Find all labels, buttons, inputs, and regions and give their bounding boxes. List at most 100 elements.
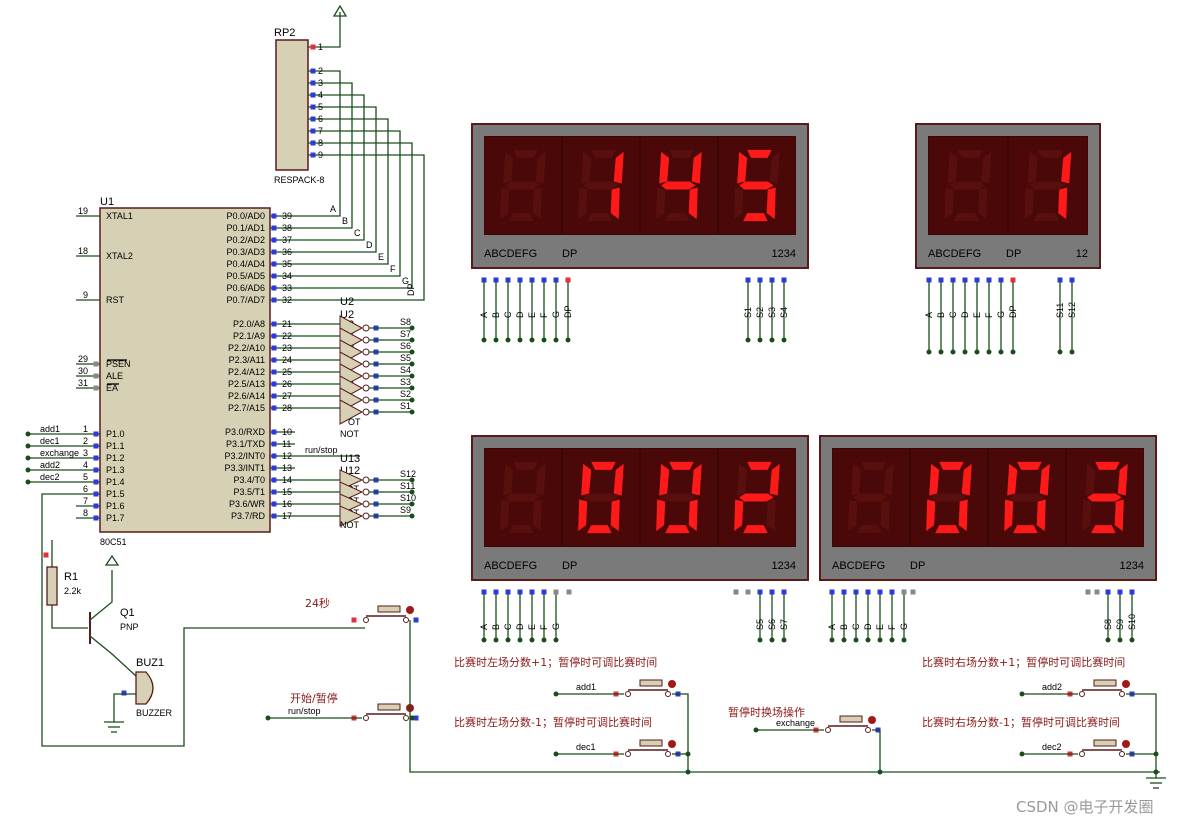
vcc-arrow-icon [332, 4, 348, 17]
button-actuator-icon[interactable] [1122, 680, 1130, 688]
segment-g-dim [505, 181, 540, 190]
rp2-body [275, 39, 309, 171]
button-cap[interactable] [377, 703, 401, 711]
button-cap[interactable] [639, 679, 663, 687]
rp2-pin-num: 8 [318, 138, 323, 148]
segment-b-dim [535, 151, 546, 184]
segment-c-dim [766, 499, 776, 532]
junction-dot [409, 397, 415, 403]
segment-d-lit [1091, 525, 1116, 534]
u1-pin-name-EA: EA [106, 383, 118, 393]
buz1-value: BUZZER [136, 708, 173, 718]
button-add1[interactable] [625, 679, 677, 697]
seg-pin [541, 277, 547, 283]
segment-f-lit [659, 151, 670, 184]
gate-out-S3: S3 [400, 377, 411, 387]
display3-pin-C: C [503, 623, 513, 630]
display4-pin-S8: S8 [1103, 619, 1113, 630]
p0-net-F: F [390, 264, 396, 274]
pin-marker [271, 297, 277, 303]
display4-pin-G: G [899, 623, 909, 630]
display3-pin-E: E [527, 624, 537, 630]
junction-dot [409, 489, 415, 495]
u1-pin-name-P2.2/A10: P2.2/A10 [228, 343, 265, 353]
u1-pin-name-P3.0/RXD: P3.0/RXD [225, 427, 266, 437]
junction-dot [409, 361, 415, 367]
display1-pin-C: C [503, 311, 513, 318]
segment-b-lit [691, 151, 702, 184]
button-24s[interactable] [363, 605, 415, 623]
segment-c-lit [766, 187, 776, 220]
button-cap[interactable] [377, 605, 401, 613]
display3-pin-S5: S5 [755, 619, 765, 630]
junction-dot [409, 477, 415, 483]
u1-pin-num: 2 [83, 436, 88, 446]
u1-pin-name-XTAL2: XTAL2 [106, 251, 133, 261]
p1-net-exchange: exchange [40, 448, 79, 458]
r1-value: 2.2k [64, 586, 82, 596]
button-actuator-icon[interactable] [868, 716, 876, 724]
button-actuator-icon[interactable] [668, 740, 676, 748]
segment-e-dim [944, 187, 954, 220]
segment-g-dim [853, 493, 888, 502]
junction-dot [877, 769, 883, 775]
u1-pin-name-P1.7: P1.7 [106, 513, 125, 523]
display2-header-segments: ABCDEFG [928, 248, 981, 260]
sel-pin [769, 589, 775, 595]
segment-f-lit [659, 463, 670, 496]
junction-dot [541, 337, 547, 343]
pin-marker [271, 273, 277, 279]
button-runstop[interactable] [363, 703, 415, 721]
gate-out-S1: S1 [400, 401, 411, 411]
unused-pin [745, 589, 751, 595]
unused-pin [910, 589, 916, 595]
segment-g-lit [739, 493, 774, 502]
display3-pin-B: B [491, 624, 501, 630]
button-actuator-icon[interactable] [668, 680, 676, 688]
button-dec2[interactable] [1079, 739, 1131, 757]
segment-d-lit [935, 525, 960, 534]
u1-pin-num: 8 [83, 508, 88, 518]
button-add2[interactable] [1079, 679, 1131, 697]
segment-d-dim [509, 213, 534, 222]
rp2-pin-num: 7 [318, 126, 323, 136]
u1-pin-num: 21 [282, 319, 292, 329]
seg-pin [553, 277, 559, 283]
rp2-pin-num: 3 [318, 78, 323, 88]
not-bubble [362, 324, 370, 332]
rp2-pin-num: 9 [318, 150, 323, 160]
seg-pin [565, 277, 571, 283]
button-cap[interactable] [839, 715, 863, 723]
pin-marker [93, 479, 99, 485]
junction-dot [1019, 751, 1025, 757]
ground-bus [672, 693, 689, 772]
display4-7seg-display [819, 435, 1157, 581]
button-cap[interactable] [1093, 679, 1117, 687]
display1-pin-S1: S1 [743, 307, 753, 318]
button-dec1[interactable] [625, 739, 677, 757]
u1-pin-name-P2.6/A14: P2.6/A14 [228, 391, 265, 401]
seg-pin [529, 277, 535, 283]
button-cap[interactable] [1093, 739, 1117, 747]
u1-pin-name-P0.2/AD2: P0.2/AD2 [226, 235, 265, 245]
segment-b-dim [535, 463, 546, 496]
pin-marker [271, 441, 277, 447]
segment-c-lit [1114, 499, 1124, 532]
junction-dot [505, 337, 511, 343]
r1-resistor [46, 566, 58, 606]
button-cap[interactable] [639, 739, 663, 747]
junction-dot [409, 385, 415, 391]
button-actuator-icon[interactable] [406, 606, 414, 614]
button-exchange[interactable] [825, 715, 877, 733]
seg-pin [517, 589, 523, 595]
junction-dot [409, 337, 415, 343]
segment-a-dim [957, 149, 984, 158]
display2-pin-F: F [984, 312, 994, 318]
button-actuator-icon[interactable] [1122, 740, 1130, 748]
seg-pin [998, 277, 1004, 283]
segment-a-dim [1037, 149, 1064, 158]
segment-a-lit [747, 149, 772, 158]
u1-pin-num: 9 [83, 290, 88, 300]
seg-pin [853, 589, 859, 595]
